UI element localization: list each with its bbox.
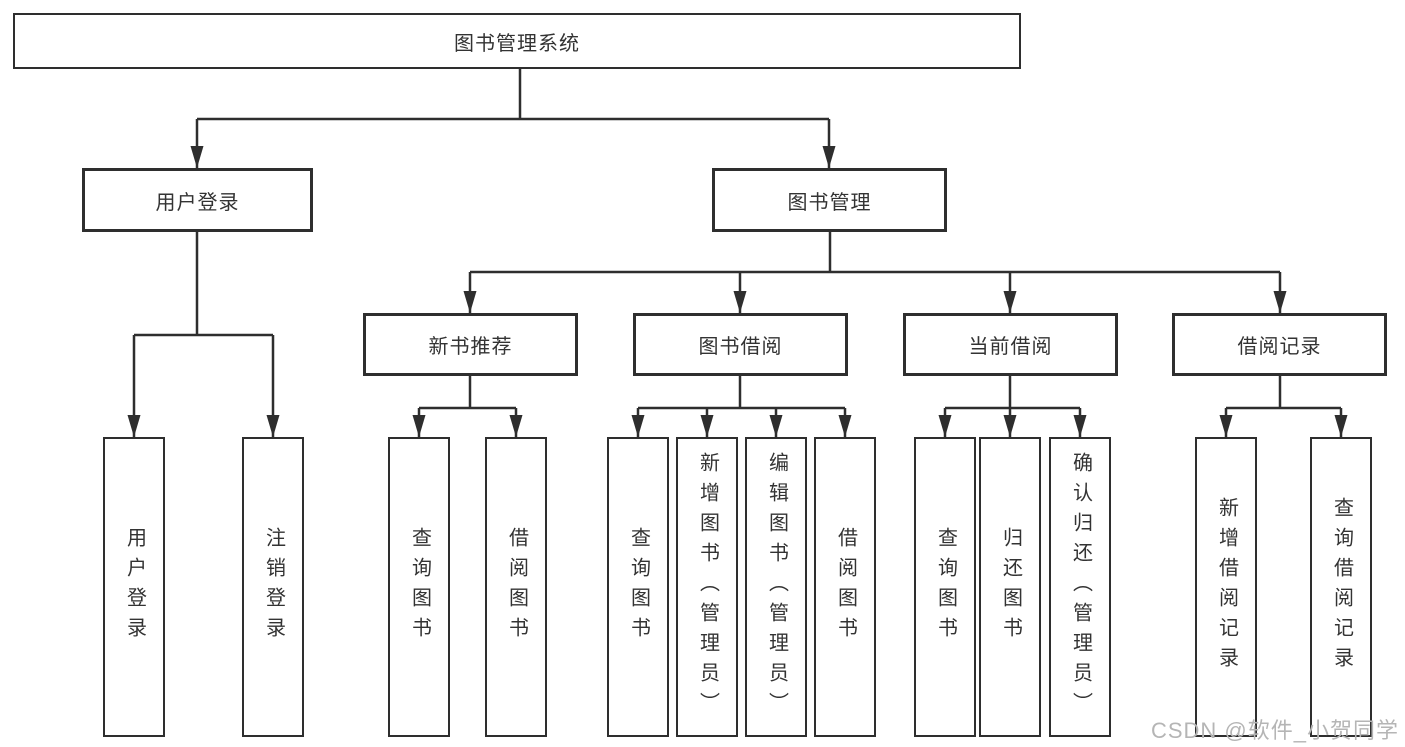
connector-root-to-level2 [190, 68, 836, 168]
leaf-borrow-edit-admin: 编辑图书（管理员） [745, 437, 807, 737]
leaf-current-query: 查询图书 [914, 437, 976, 737]
leaf-label: 用户登录 [123, 527, 146, 647]
node-label: 当前借阅 [968, 336, 1053, 358]
node-borrow-records: 借阅记录 [1172, 313, 1387, 376]
leaf-borrow-borrow: 借阅图书 [814, 437, 876, 737]
node-label: 用户登录 [155, 191, 240, 214]
leaf-label: 新增图书（管理员） [696, 452, 719, 722]
leaf-records-add: 新增借阅记录 [1195, 437, 1257, 737]
node-user-login: 用户登录 [82, 168, 313, 232]
leaf-label: 注销登录 [262, 527, 285, 647]
leaf-label: 查询图书 [627, 527, 650, 647]
leaf-label: 借阅图书 [834, 527, 857, 647]
leaf-user-login: 用户登录 [103, 437, 165, 737]
node-root-library-system: 图书管理系统 [13, 13, 1021, 69]
leaf-borrow-query: 查询图书 [607, 437, 669, 737]
node-label: 图书借阅 [698, 336, 783, 358]
node-label: 新书推荐 [428, 336, 513, 358]
leaf-borrow-add-admin: 新增图书（管理员） [676, 437, 738, 737]
leaf-newbook-query: 查询图书 [388, 437, 450, 737]
node-book-manage: 图书管理 [712, 168, 947, 232]
leaf-label: 归还图书 [999, 527, 1022, 647]
leaf-label: 查询图书 [934, 527, 957, 647]
leaf-current-return: 归还图书 [979, 437, 1041, 737]
connector-book-borrow-children [631, 376, 852, 437]
node-label: 借阅记录 [1237, 336, 1322, 358]
connector-current-borrow-children [938, 376, 1087, 437]
leaf-label: 借阅图书 [505, 527, 528, 647]
connector-new-book-children [412, 376, 523, 437]
node-label: 图书管理系统 [454, 32, 580, 55]
leaf-label: 查询图书 [408, 527, 431, 647]
leaf-current-confirm-admin: 确认归还（管理员） [1049, 437, 1111, 737]
connector-user-login-children [127, 232, 280, 437]
leaf-label: 确认归还（管理员） [1069, 452, 1092, 722]
leaf-label: 新增借阅记录 [1215, 497, 1238, 677]
leaf-logout: 注销登录 [242, 437, 304, 737]
node-book-borrow: 图书借阅 [633, 313, 848, 376]
node-label: 图书管理 [787, 191, 872, 214]
connector-borrow-records-children [1219, 376, 1348, 437]
node-new-book-recommend: 新书推荐 [363, 313, 578, 376]
leaf-records-query: 查询借阅记录 [1310, 437, 1372, 737]
leaf-label: 编辑图书（管理员） [765, 452, 788, 722]
leaf-label: 查询借阅记录 [1330, 497, 1353, 677]
connector-book-manage-children [463, 232, 1287, 313]
node-current-borrow: 当前借阅 [903, 313, 1118, 376]
leaf-newbook-borrow: 借阅图书 [485, 437, 547, 737]
csdn-watermark: CSDN @软件_小贺同学 [1150, 718, 1399, 743]
